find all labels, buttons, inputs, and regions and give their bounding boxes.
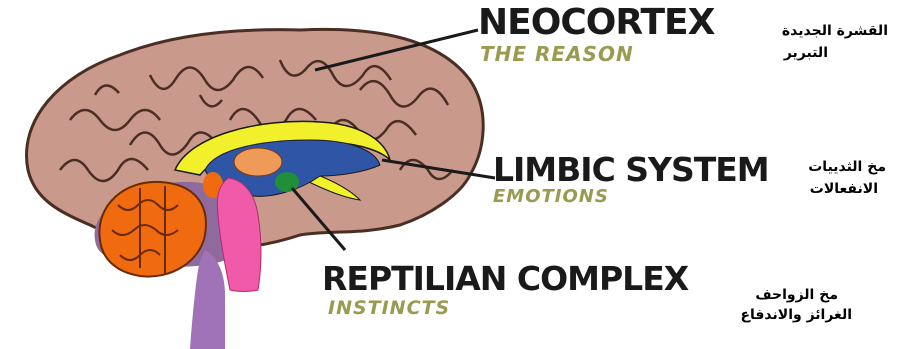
neocortex-arabic-line1: القشرة الجديدة — [782, 22, 888, 40]
reptilian-title: REPTILIAN COMPLEX — [322, 259, 688, 298]
limbic-arabic-line2: الانفعالات — [810, 180, 878, 198]
cerebellum — [99, 182, 205, 277]
limbic-subtitle: EMOTIONS — [493, 186, 609, 207]
reptilian-subtitle: INSTINCTS — [328, 297, 450, 319]
neocortex-arabic-line2: التبرير — [784, 44, 828, 62]
reptilian-arabic-line2: الغرائز والاندفاع — [740, 306, 852, 324]
limbic-title: LIMBIC SYSTEM — [493, 150, 769, 189]
amygdala — [275, 172, 299, 192]
neocortex-title: NEOCORTEX — [478, 2, 714, 43]
thalamus — [234, 148, 282, 176]
reptilian-arabic-line1: مخ الزواحف — [755, 286, 838, 304]
limbic-arabic-line1: مخ الثدييات — [808, 158, 886, 176]
neocortex-subtitle: THE REASON — [480, 42, 634, 66]
